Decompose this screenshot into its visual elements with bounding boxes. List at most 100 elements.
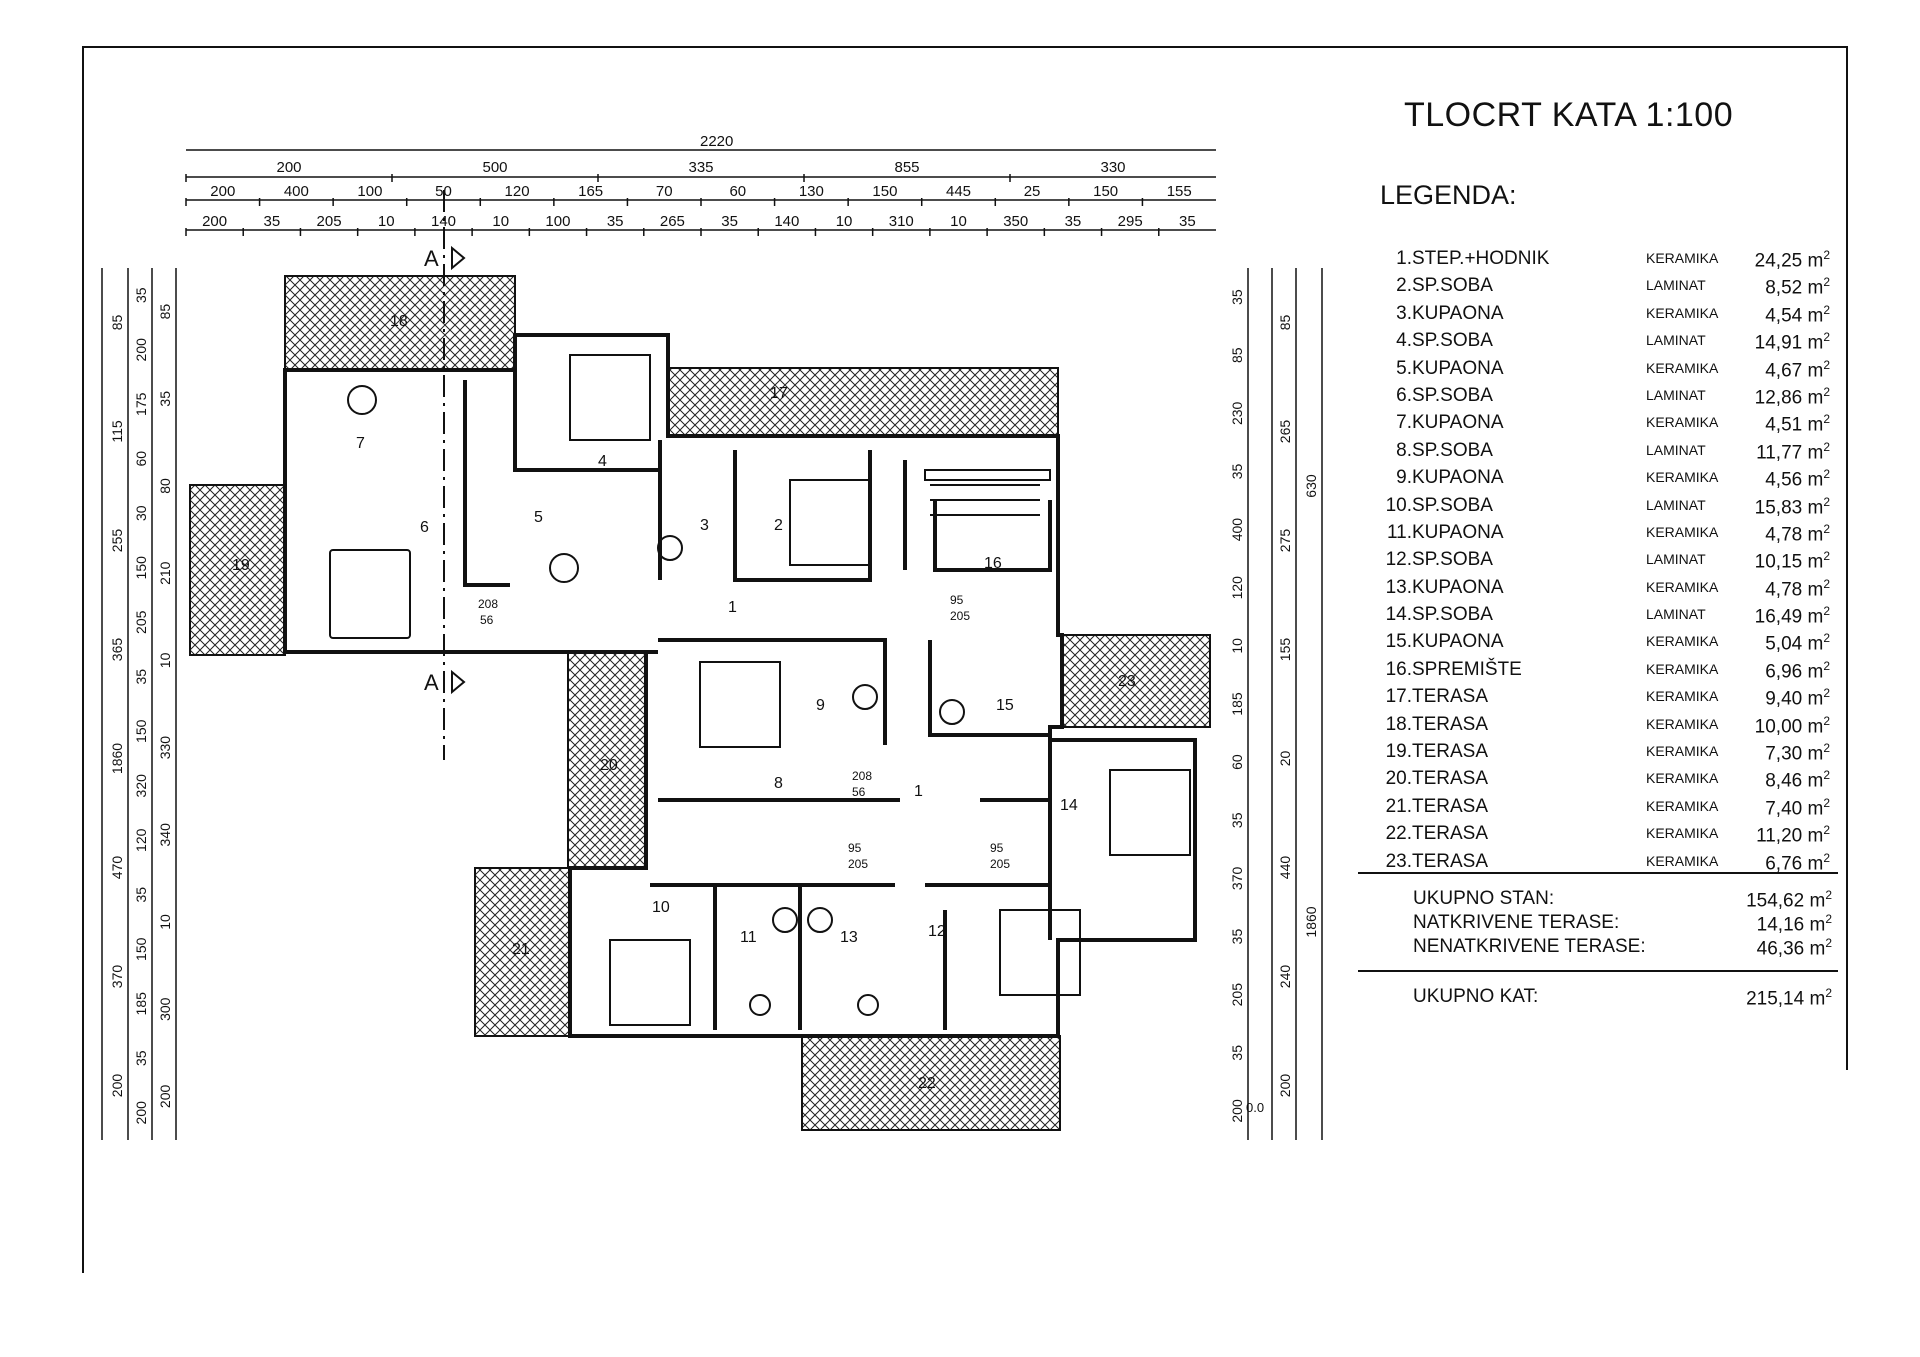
dimension-value: 70 xyxy=(656,183,673,200)
terrace-21 xyxy=(474,867,571,1037)
room-label: 6 xyxy=(420,519,429,536)
section-marker-top: A xyxy=(424,246,439,271)
total-label: NATKRIVENE TERASE: xyxy=(1413,912,1620,933)
legend-room-name: TERASA xyxy=(1412,850,1489,872)
legend-num: 9. xyxy=(1396,467,1412,489)
legend-area: 7,30 m2 xyxy=(1765,741,1830,765)
room-label: 4 xyxy=(598,453,607,470)
legend-material: KERAMIKA xyxy=(1646,633,1719,650)
legend-num: 3. xyxy=(1396,302,1412,324)
dimension-value: 35 xyxy=(1229,929,1245,945)
dimension-value: 100 xyxy=(545,213,570,230)
dimension-value: 855 xyxy=(894,159,919,176)
dimension-value: 340 xyxy=(157,823,173,847)
overall-width: 2220 xyxy=(700,133,733,150)
legend-area: 8,46 m2 xyxy=(1765,768,1830,792)
dimension-value: 10 xyxy=(492,213,509,230)
dimension-value: 10 xyxy=(157,914,173,930)
legend-room-name: TERASA xyxy=(1412,768,1489,790)
terrace-label: 20 xyxy=(600,757,618,774)
dimension-value: 35 xyxy=(133,1050,149,1066)
room-label: 12 xyxy=(928,923,946,940)
legend-area: 4,78 m2 xyxy=(1765,521,1830,546)
total-value: 14,16 m2 xyxy=(1756,912,1832,936)
section-markers: A A xyxy=(424,190,466,760)
dimension-value: 210 xyxy=(157,561,173,585)
legend-room-name: KUPAONA xyxy=(1412,357,1504,379)
terrace-label: 18 xyxy=(390,313,408,330)
terrace-label: 19 xyxy=(232,557,250,574)
legend-area: 8,52 m2 xyxy=(1765,275,1830,299)
dimension-value: 470 xyxy=(109,856,125,880)
legend-title: LEGENDA: xyxy=(1380,180,1517,210)
legend-material: LAMINAT xyxy=(1646,606,1706,623)
dimension-value: 265 xyxy=(660,213,685,230)
terrace-label: 23 xyxy=(1118,673,1136,690)
total-row: UKUPNO STAN:154,62 m2 xyxy=(1358,888,1838,912)
room-label: 8 xyxy=(774,775,783,792)
dimension-value: 10 xyxy=(836,213,853,230)
dimension-value: 85 xyxy=(109,315,125,331)
legend-room-name: KUPAONA xyxy=(1412,412,1504,434)
legend-material: KERAMIKA xyxy=(1646,414,1719,431)
legend-num: 18. xyxy=(1385,713,1412,735)
legend-num: 11. xyxy=(1386,521,1412,543)
legend-area: 15,83 m2 xyxy=(1754,494,1830,518)
dimension-value: 120 xyxy=(133,828,149,852)
room-labels: 1 2 3 4 5 6 7 8 9 10 11 12 13 14 15 16 1 xyxy=(356,435,1078,946)
legend-room-name: TERASA xyxy=(1412,741,1489,763)
legend-material: KERAMIKA xyxy=(1646,688,1719,705)
legend-material: KERAMIKA xyxy=(1646,852,1719,869)
room-label: 15 xyxy=(996,697,1014,714)
grand-total-row: UKUPNO KAT: 215,14 m2 xyxy=(1358,986,1838,1010)
legend-area: 6,76 m2 xyxy=(1765,850,1830,874)
dimension-value: 200 xyxy=(133,338,149,362)
dimension-value: 365 xyxy=(109,638,125,662)
dimension-value: 400 xyxy=(1229,518,1245,542)
door-dim: 95 xyxy=(848,841,862,855)
legend-area: 4,56 m2 xyxy=(1765,467,1830,491)
dimension-value: 175 xyxy=(133,392,149,416)
dimension-value: 330 xyxy=(1100,159,1125,176)
legend-material: LAMINAT xyxy=(1646,277,1706,294)
dimension-value: 35 xyxy=(133,287,149,303)
dimension-value: 60 xyxy=(133,451,149,467)
legend-material: KERAMIKA xyxy=(1646,743,1719,760)
dimension-value: 35 xyxy=(1179,213,1196,230)
legend-area: 10,00 m2 xyxy=(1754,713,1830,737)
terrace-label: 21 xyxy=(512,941,530,958)
legend-room-name: SP.SOBA xyxy=(1412,549,1493,571)
legend-material: LAMINAT xyxy=(1646,441,1706,458)
dimension-value: 370 xyxy=(109,965,125,989)
grand-total: UKUPNO KAT: 215,14 m2 xyxy=(1358,970,1838,1010)
terrace-23 xyxy=(1061,634,1211,728)
door-dim: 205 xyxy=(848,857,868,871)
dimension-value: 35 xyxy=(1229,463,1245,479)
dimension-value: 200 xyxy=(210,183,235,200)
dimension-value: 445 xyxy=(946,183,971,200)
dimension-value: 35 xyxy=(1229,812,1245,828)
total-row: NENATKRIVENE TERASE:46,36 m2 xyxy=(1358,936,1838,960)
dimension-value: 60 xyxy=(1229,754,1245,770)
dimension-value: 200 xyxy=(133,1101,149,1125)
dimension-value: 130 xyxy=(799,183,824,200)
terrace-18 xyxy=(284,275,516,371)
dimension-value: 10 xyxy=(378,213,395,230)
door-dim: 95 xyxy=(950,593,964,607)
legend-area: 16,49 m2 xyxy=(1754,604,1830,628)
